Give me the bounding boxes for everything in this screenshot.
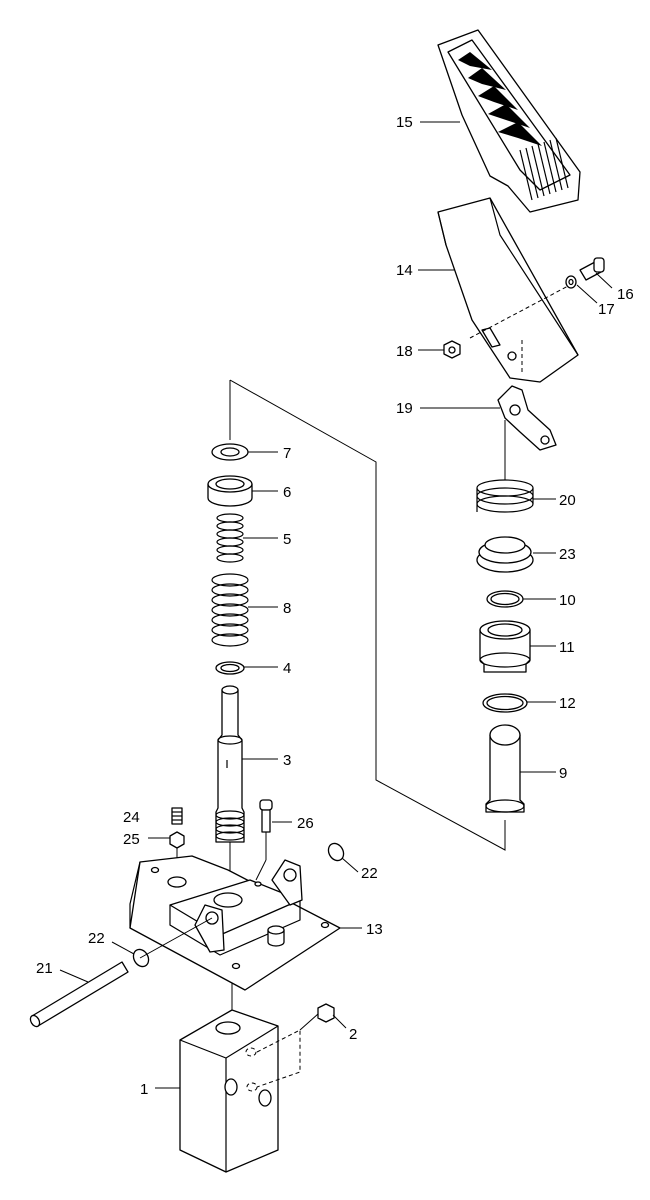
part-18-nut — [443, 340, 461, 359]
part-7-washer — [211, 443, 249, 461]
part-5-inner-spring — [216, 513, 244, 563]
part-22-snap-ring-right — [327, 842, 345, 862]
part-13-base-plate — [129, 855, 341, 991]
part-1-valve-body — [179, 1009, 319, 1173]
callout-2: 2 — [349, 1026, 357, 1043]
part-2-plug — [317, 1003, 335, 1023]
part-14-pedal-body — [437, 197, 579, 383]
callout-leaders — [59, 121, 613, 1089]
callout-13: 13 — [366, 921, 383, 938]
part-6-spring-seat — [207, 475, 253, 507]
part-21-pin — [29, 917, 213, 1028]
callout-24: 24 — [123, 809, 140, 826]
part-4-ring — [215, 661, 245, 675]
part-24-set-screw — [171, 807, 183, 825]
part-15-pedal-pad — [437, 29, 581, 213]
callout-labels: 15 14 16 17 18 19 20 23 10 11 12 9 7 6 5… — [36, 114, 634, 1098]
part-16-bolt — [579, 257, 605, 281]
part-11-bushing — [479, 620, 531, 673]
callout-22-left: 22 — [88, 930, 105, 947]
callout-25: 25 — [123, 831, 140, 848]
callout-11: 11 — [559, 639, 575, 656]
callout-14: 14 — [396, 262, 413, 279]
part-23-boot — [476, 536, 534, 573]
part-17-washer — [565, 275, 577, 289]
part-9-plunger — [485, 724, 525, 813]
callout-26: 26 — [297, 815, 314, 832]
part-26-cap-screw — [255, 799, 273, 881]
callout-15: 15 — [396, 114, 413, 131]
callout-20: 20 — [559, 492, 576, 509]
callout-12: 12 — [559, 695, 576, 712]
callout-5: 5 — [283, 531, 291, 548]
part-12-o-ring — [482, 693, 528, 713]
part-19-link-bracket — [497, 385, 557, 451]
part-20-coil-spring — [476, 479, 534, 513]
callout-18: 18 — [396, 343, 413, 360]
callout-1: 1 — [140, 1081, 148, 1098]
callout-23: 23 — [559, 546, 576, 563]
callout-7: 7 — [283, 445, 291, 462]
callout-4: 4 — [283, 660, 291, 677]
callout-9: 9 — [559, 765, 567, 782]
callout-22-right: 22 — [361, 865, 378, 882]
callout-19: 19 — [396, 400, 413, 417]
part-3-spool-shaft — [215, 685, 245, 843]
part-10-o-ring — [486, 590, 524, 608]
callout-6: 6 — [283, 484, 291, 501]
callout-3: 3 — [283, 752, 291, 769]
part-8-outer-spring — [211, 573, 249, 647]
callout-10: 10 — [559, 592, 576, 609]
callout-21: 21 — [36, 960, 53, 977]
callout-8: 8 — [283, 600, 291, 617]
callout-17: 17 — [598, 301, 615, 318]
callout-16: 16 — [617, 286, 634, 303]
